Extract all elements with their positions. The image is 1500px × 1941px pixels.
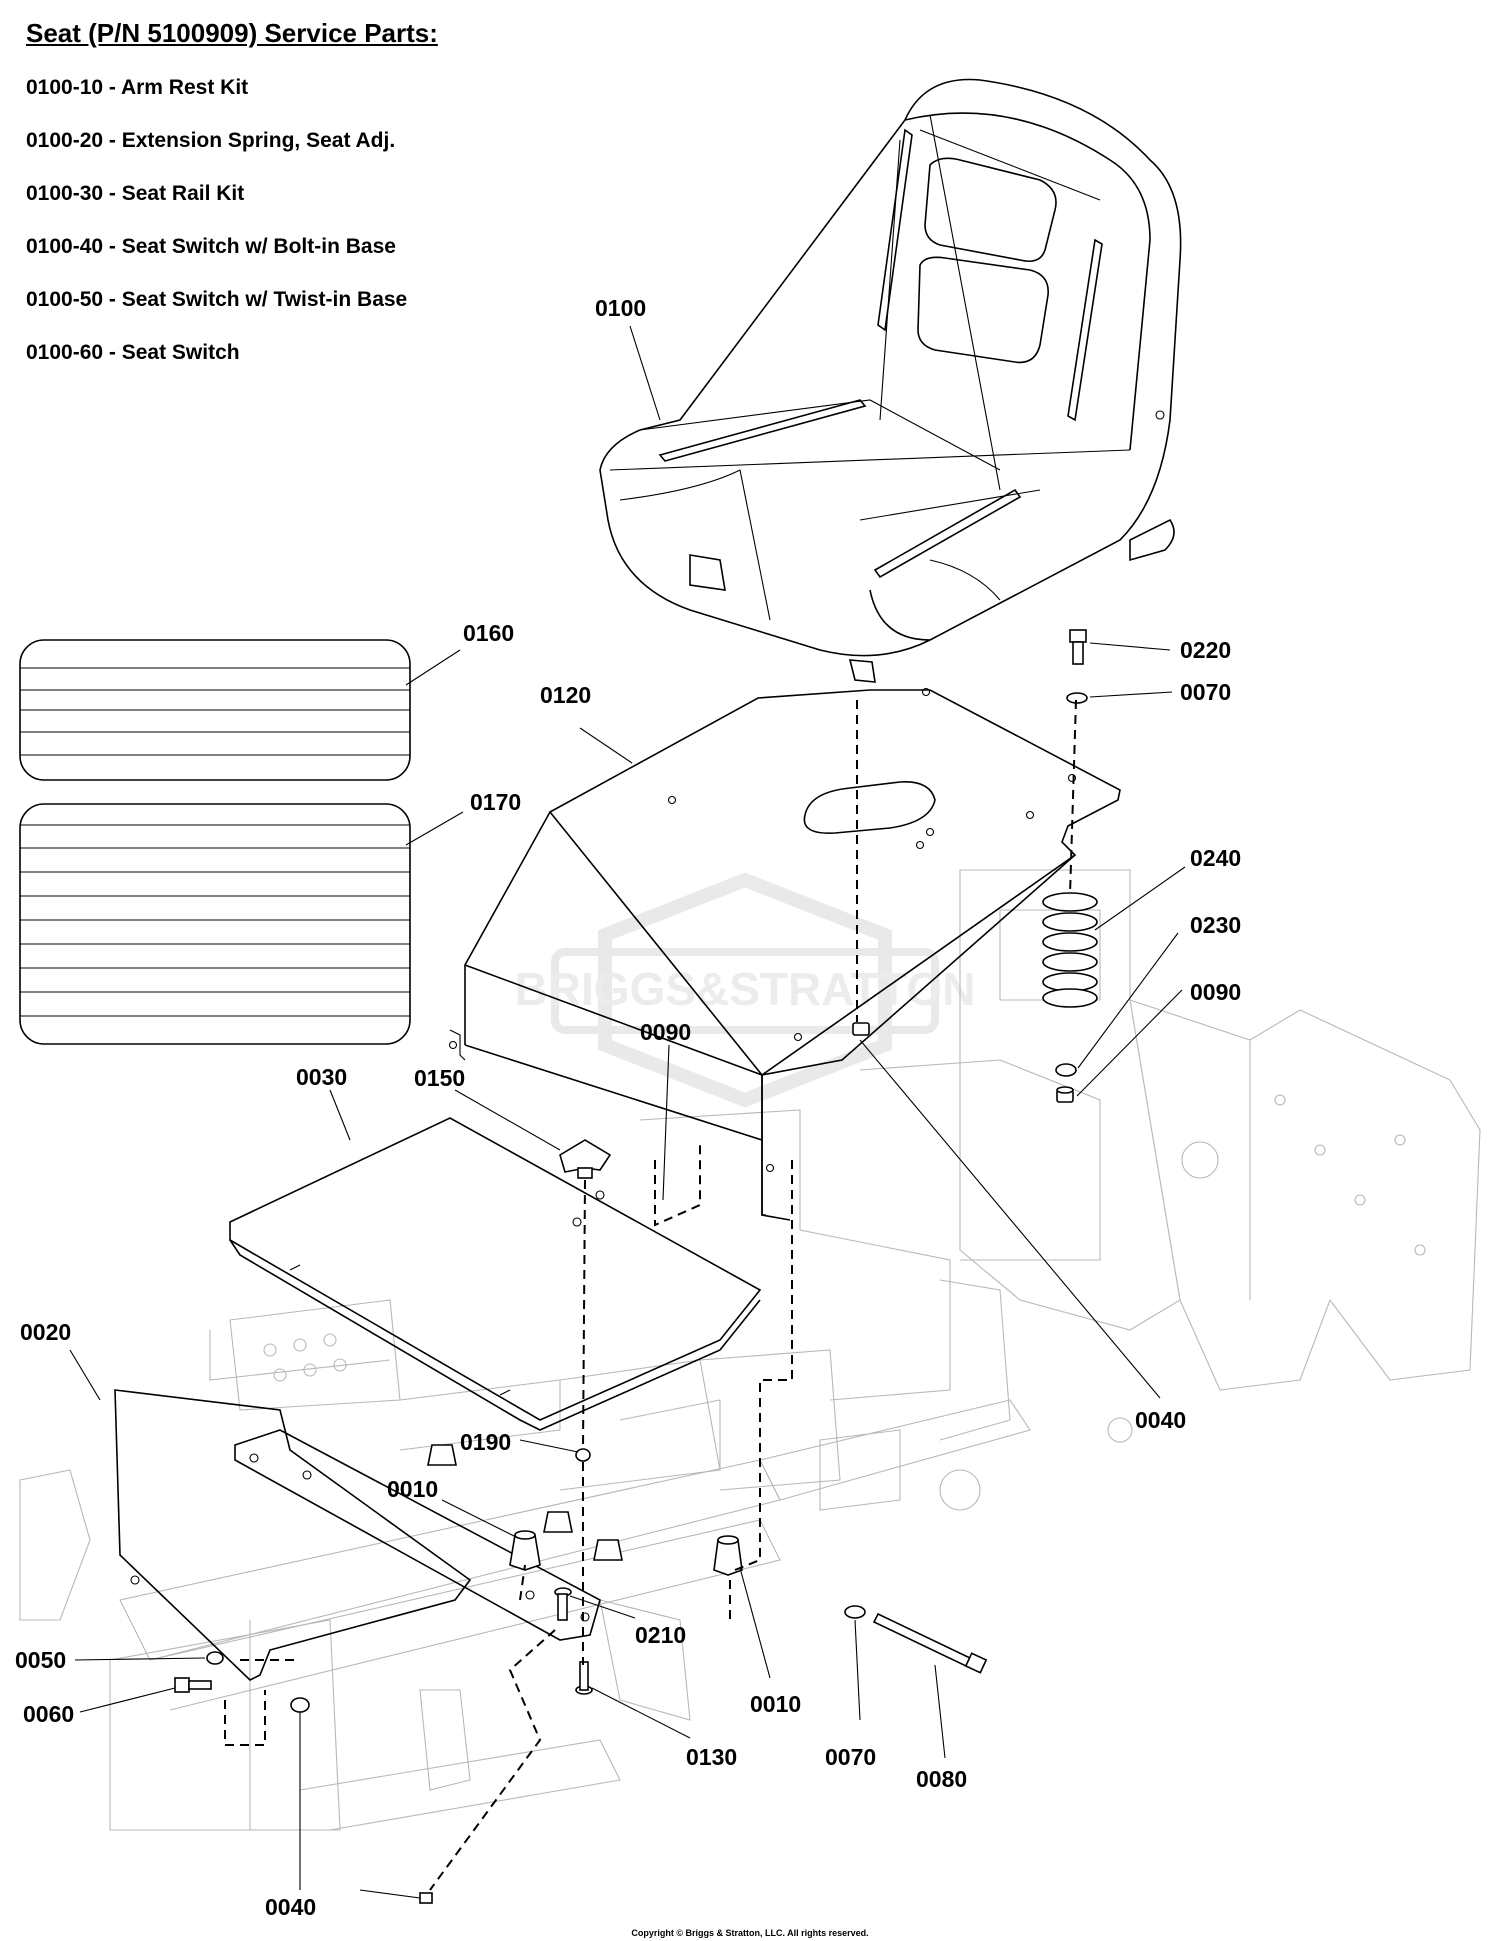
callout-0030: 0030	[296, 1064, 347, 1090]
washer-part-0070-lower	[844, 1605, 866, 1619]
watermark-text: BRIGGS&STRATTON	[515, 963, 976, 1015]
seat-pan-part-0120	[448, 687, 1121, 1221]
callout-0070-lower: 0070	[825, 1744, 876, 1770]
callout-0150: 0150	[414, 1065, 465, 1091]
callout-0220: 0220	[1180, 637, 1231, 663]
callout-0060: 0060	[23, 1701, 74, 1727]
nut-part-0190	[575, 1448, 591, 1462]
callout-0090-center: 0090	[640, 1019, 691, 1045]
service-part-item: 0100-40 - Seat Switch w/ Bolt-in Base	[26, 235, 396, 258]
rubber-mount-extra	[427, 1444, 623, 1561]
copyright-notice: Copyright © Briggs & Stratton, LLC. All …	[631, 1928, 869, 1938]
bolt-part-0060	[174, 1677, 212, 1693]
callout-0040-bottom: 0040	[265, 1894, 316, 1920]
washer-part-0050	[206, 1651, 224, 1665]
nut-part-0090-right	[1056, 1086, 1074, 1103]
callout-0190: 0190	[460, 1429, 511, 1455]
rubber-mount-part-0010-right	[713, 1535, 743, 1576]
callout-0020: 0020	[20, 1319, 71, 1345]
callout-labels: 0100 0160 0120 0220 0070 0170 0240 0230 …	[15, 295, 1241, 1920]
service-part-item: 0100-20 - Extension Spring, Seat Adj.	[26, 129, 396, 152]
tray-part-0030	[229, 1117, 762, 1431]
callout-0040-right: 0040	[1135, 1407, 1186, 1433]
seat-part-0100	[599, 78, 1182, 683]
washer-part-0230	[1055, 1063, 1077, 1077]
callout-0010-left: 0010	[387, 1476, 438, 1502]
watermark-logo: BRIGGS&STRATTON	[515, 872, 976, 1108]
nut-part-0090-center	[852, 1022, 870, 1036]
callout-0230: 0230	[1190, 912, 1241, 938]
bolt-part-0130	[575, 1661, 593, 1695]
callout-0120: 0120	[540, 682, 591, 708]
callout-0130: 0130	[686, 1744, 737, 1770]
callout-0160: 0160	[463, 620, 514, 646]
callout-0100: 0100	[595, 295, 646, 321]
knob-part-0150	[559, 1139, 612, 1179]
washer-part-0070	[1066, 692, 1088, 704]
nut-part-0040-left	[290, 1697, 310, 1713]
decal-part-0170	[19, 803, 411, 1045]
callout-0050: 0050	[15, 1647, 66, 1673]
callout-0010-right: 0010	[750, 1691, 801, 1717]
callout-0070-upper: 0070	[1180, 679, 1231, 705]
callout-0210: 0210	[635, 1622, 686, 1648]
callout-0090-right: 0090	[1190, 979, 1241, 1005]
callout-0170: 0170	[470, 789, 521, 815]
spring-part-0240	[1042, 892, 1098, 1008]
deflector-part-0020	[114, 1389, 601, 1681]
rubber-mount-part-0010-left	[509, 1530, 541, 1571]
service-part-item: 0100-30 - Seat Rail Kit	[26, 182, 245, 205]
service-part-item: 0100-10 - Arm Rest Kit	[26, 76, 249, 99]
bolt-part-0080	[872, 1612, 988, 1674]
leader-lines	[69, 325, 1186, 1899]
callout-0240: 0240	[1190, 845, 1241, 871]
bolt-part-0210	[554, 1587, 572, 1621]
callout-0080: 0080	[916, 1766, 967, 1792]
assembly-dashed-lines	[224, 699, 1077, 1891]
page-title: Seat (P/N 5100909) Service Parts:	[26, 18, 438, 48]
bolt-part-0220	[1069, 629, 1087, 665]
decal-part-0160	[19, 639, 411, 781]
service-part-item: 0100-60 - Seat Switch	[26, 341, 240, 364]
tractor-frame	[19, 869, 1481, 1831]
service-part-item: 0100-50 - Seat Switch w/ Twist-in Base	[26, 288, 408, 311]
nut-part-0040-bottom	[419, 1892, 433, 1904]
